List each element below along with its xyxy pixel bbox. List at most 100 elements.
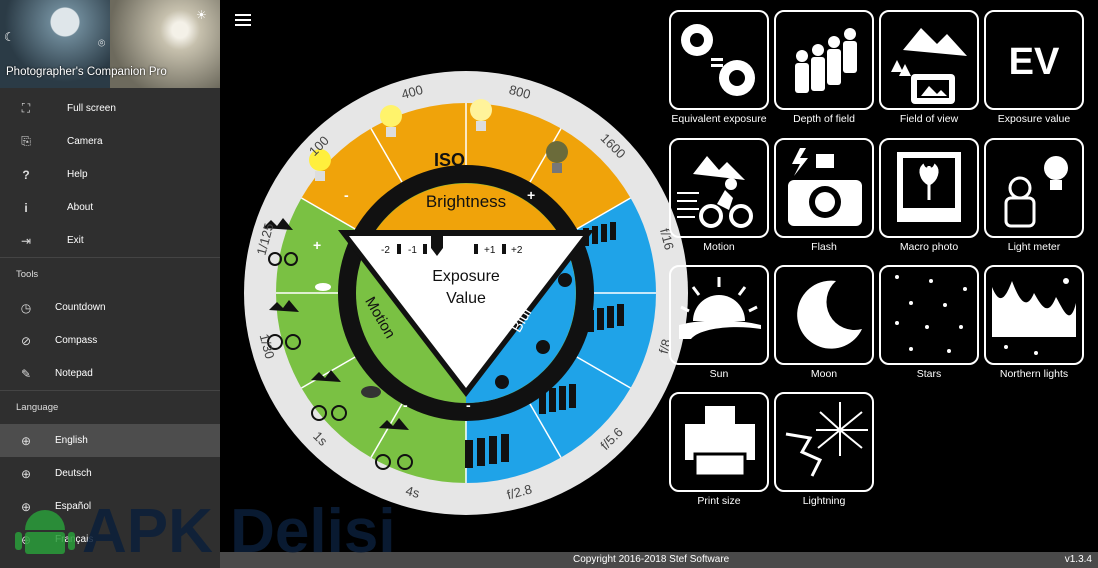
sun-icon — [679, 277, 761, 339]
drawer-item-notepad[interactable]: ✎ Notepad — [0, 357, 220, 390]
drawer-item-compass[interactable]: ⊘ Compass — [0, 324, 220, 357]
ev-scale-minus-1: -1 — [408, 245, 417, 256]
shutter-value-label: 4s — [404, 483, 422, 501]
aperture-icons — [495, 273, 572, 389]
tile-northern-lights[interactable] — [984, 265, 1084, 365]
depth-people-icons — [465, 222, 624, 468]
drawer-item-exit[interactable]: ⇥ Exit — [0, 224, 220, 257]
tile-light-meter[interactable] — [984, 138, 1084, 238]
tile-depth-of-field[interactable] — [774, 10, 874, 110]
tile-exposure-value[interactable]: EV — [984, 10, 1084, 110]
exit-icon: ⇥ — [20, 233, 32, 248]
section-title-language: Language — [16, 402, 59, 413]
drawer-item-language-english[interactable]: ⊕ English — [0, 424, 220, 457]
plus-marker: + — [556, 233, 564, 249]
drawer-item-label: Deutsch — [55, 468, 92, 479]
tile-lightning[interactable] — [774, 392, 874, 492]
motion-icon — [677, 156, 753, 228]
motion-biker-icons — [267, 252, 413, 470]
tile-motion[interactable] — [669, 138, 769, 238]
notepad-icon: ✎ — [20, 366, 32, 381]
northern-lights-icon — [992, 278, 1076, 355]
plus-marker: + — [527, 187, 535, 203]
menu-bar — [235, 19, 251, 21]
print-size-icon — [685, 406, 755, 478]
sector-divider — [576, 356, 631, 389]
section-title-tools: Tools — [16, 269, 39, 280]
iso-bulbs — [309, 99, 568, 181]
exposure-wheel[interactable]: ISO Brightness Exposure Value Motion Sha… — [243, 70, 689, 516]
drawer-item-camera[interactable]: ⎘ Camera — [0, 125, 220, 158]
drawer-item-label: Help — [67, 169, 88, 180]
tile-label: Exposure value — [997, 113, 1071, 125]
tile-label: Lightning — [802, 495, 846, 507]
drawer-item-label: Camera — [67, 136, 103, 147]
watermark: APK Delisi — [10, 490, 500, 566]
drawer-item-about[interactable]: i About — [0, 191, 220, 224]
drawer-item-label: About — [67, 202, 94, 213]
minus-marker: - — [403, 397, 408, 413]
tile-moon[interactable] — [774, 265, 874, 365]
tile-label: Motion — [703, 241, 735, 253]
tile-label: Flash — [811, 241, 837, 253]
drawer-item-label: Full screen — [67, 103, 116, 114]
moon-icon: ☾ — [4, 30, 15, 44]
globe-icon: ⊕ — [20, 433, 32, 448]
ev-indicator — [431, 236, 443, 256]
sector-divider — [529, 128, 562, 183]
shutter-value-label: 1/30 — [257, 332, 278, 360]
svg-text:EV: EV — [1009, 41, 1060, 83]
exposure-label-1: Exposure — [432, 268, 500, 285]
ev-scale-ticks — [397, 236, 506, 256]
drawer-item-label: Notepad — [55, 368, 93, 379]
sector-divider — [301, 197, 356, 230]
sector-divider — [370, 403, 403, 458]
menu-bar — [235, 24, 251, 26]
help-icon: ? — [22, 167, 30, 182]
tile-label: Northern lights — [999, 368, 1069, 380]
tile-macro-photo[interactable] — [879, 138, 979, 238]
drawer-item-language-espanol[interactable]: ⊕ Español — [0, 490, 220, 523]
field-of-view-icon — [891, 28, 967, 104]
copyright-text: Copyright 2016-2018 Stef Software — [573, 554, 730, 565]
drawer-item-language-deutsch[interactable]: ⊕ Deutsch — [0, 457, 220, 490]
sun-icon: ☀ — [196, 8, 207, 22]
tile-field-of-view[interactable] — [879, 10, 979, 110]
drawer-item-countdown[interactable]: ◷ Countdown — [0, 291, 220, 324]
minus-marker: - — [466, 397, 471, 413]
info-icon: i — [24, 200, 28, 215]
exposure-label-2: Value — [446, 290, 486, 307]
brightness-label: Brightness — [426, 192, 506, 211]
aperture-value-label: f/2.8 — [505, 481, 533, 502]
tile-label: Sun — [709, 368, 729, 380]
light-meter-icon — [1004, 156, 1068, 228]
tile-stars[interactable] — [879, 265, 979, 365]
tile-flash[interactable] — [774, 138, 874, 238]
tile-equivalent-exposure[interactable] — [669, 10, 769, 110]
ev-scale-minus-2: -2 — [381, 245, 390, 256]
tile-label: Moon — [810, 368, 838, 380]
drawer-item-label: Exit — [67, 235, 84, 246]
tile-sun[interactable] — [669, 265, 769, 365]
watermark-text: APK Delisi — [82, 497, 396, 560]
iso-label: ISO — [434, 150, 465, 170]
hamburger-menu-button[interactable] — [235, 14, 251, 28]
drawer-item-full-screen[interactable]: ⛶ Full screen — [0, 92, 220, 125]
tile-print-size[interactable] — [669, 392, 769, 492]
sector-divider — [529, 403, 562, 458]
camera-switch-icon: ⎘ — [21, 134, 31, 148]
header-image-day — [110, 0, 220, 88]
drawer-item-label: Compass — [55, 335, 98, 346]
header-image-night — [0, 0, 110, 88]
flash-icon — [788, 148, 862, 226]
compass-icon: ⊘ — [20, 333, 32, 348]
plus-marker: + — [313, 237, 321, 253]
drawer-item-help[interactable]: ? Help — [0, 158, 220, 191]
sector-divider — [576, 197, 631, 230]
app-title: Photographer's Companion Pro — [6, 66, 167, 78]
timer-icon: ◷ — [20, 300, 32, 315]
macro-photo-icon — [897, 152, 961, 222]
tile-label: Stars — [916, 368, 942, 380]
moon-icon — [797, 280, 862, 349]
fullscreen-icon: ⛶ — [21, 101, 31, 115]
